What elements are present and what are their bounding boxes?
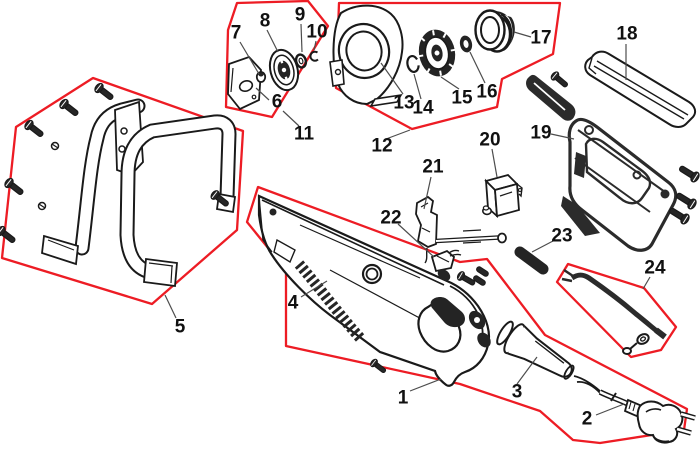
part-label-10: 10 <box>306 22 327 43</box>
screw <box>673 189 699 211</box>
parts-art <box>0 4 700 444</box>
part-label-22: 22 <box>380 208 401 229</box>
part-label-14: 14 <box>412 98 434 119</box>
screw <box>22 118 46 140</box>
pin <box>472 274 487 287</box>
part-label-7: 7 <box>231 23 242 44</box>
drum-part-17 <box>474 9 515 53</box>
leader-line-11 <box>282 110 300 127</box>
part-label-8: 8 <box>260 11 271 32</box>
cone-part-3 <box>496 320 575 380</box>
cap-part-7 <box>255 71 267 83</box>
part-label-11: 11 <box>294 124 315 145</box>
part-label-24: 24 <box>644 258 666 279</box>
leader-line-2 <box>595 403 625 416</box>
leader-line-1 <box>409 378 442 392</box>
part-label-15: 15 <box>451 88 473 109</box>
part-label-21: 21 <box>422 157 444 178</box>
pin <box>475 265 490 278</box>
group-outline-6-11 <box>224 0 330 119</box>
part-label-19: 19 <box>530 123 551 144</box>
guard-bar-part-18 <box>584 50 697 128</box>
clutch-part-15 <box>418 29 456 77</box>
washer-part-9 <box>294 53 308 69</box>
brake-assembly-part-19 <box>526 74 678 252</box>
leader-line-20 <box>491 148 498 178</box>
part-label-23: 23 <box>551 226 572 247</box>
leader-line-4 <box>300 280 328 298</box>
switch-part-20 <box>481 173 523 219</box>
leader-line-16 <box>469 51 486 84</box>
part-label-18: 18 <box>616 24 637 45</box>
washer-part-14 <box>406 54 420 74</box>
leader-line-24 <box>642 276 651 290</box>
clip-part-10 <box>309 50 319 62</box>
brake-lever-part-24 <box>561 268 667 355</box>
leader-line-8 <box>266 29 279 53</box>
leader-line-5 <box>164 294 177 319</box>
cable-plug-part-2 <box>573 375 696 444</box>
screw <box>2 176 26 198</box>
part-label-16: 16 <box>476 82 497 103</box>
group-outline-1 <box>245 185 689 445</box>
washer-part-16 <box>459 35 473 53</box>
plate-part-6 <box>227 55 262 111</box>
fan-housing-part-13 <box>329 4 404 108</box>
front-handle-right <box>119 114 237 288</box>
pin-part-23 <box>514 246 549 275</box>
main-housing-part-4 <box>257 194 491 387</box>
part-label-12: 12 <box>371 136 392 157</box>
part-label-5: 5 <box>175 317 186 338</box>
leader-line-12 <box>385 129 411 140</box>
leader-line-6 <box>255 87 270 101</box>
part-label-1: 1 <box>398 388 409 409</box>
leader-line-13 <box>380 62 404 95</box>
leader-line-21 <box>423 176 432 210</box>
part-label-9: 9 <box>295 5 306 26</box>
leader-line-19 <box>550 133 575 140</box>
leader-line-9 <box>300 23 303 53</box>
leader-line-10 <box>313 40 317 51</box>
leader-line-14 <box>413 73 422 100</box>
part-label-4: 4 <box>288 293 299 314</box>
pulley-part-8 <box>268 48 300 92</box>
part-label-20: 20 <box>479 130 500 151</box>
leader-line-23 <box>531 240 554 253</box>
connector-part-22 <box>430 249 462 273</box>
part-label-6: 6 <box>272 92 283 113</box>
screw <box>57 97 81 119</box>
leader-line-17 <box>513 31 532 38</box>
bracket-part-21 <box>415 195 507 264</box>
screw <box>676 162 700 184</box>
part-label-13: 13 <box>393 93 414 114</box>
part-label-17: 17 <box>530 28 551 49</box>
group-outline-5 <box>0 76 245 306</box>
screw <box>549 69 571 90</box>
leader-line-3 <box>516 356 538 385</box>
leader-line-15 <box>440 76 460 90</box>
leader-line-7 <box>239 41 260 75</box>
leader-line-22 <box>397 223 435 258</box>
part-label-3: 3 <box>512 382 523 403</box>
screw <box>666 204 692 226</box>
part-label-2: 2 <box>582 409 593 430</box>
